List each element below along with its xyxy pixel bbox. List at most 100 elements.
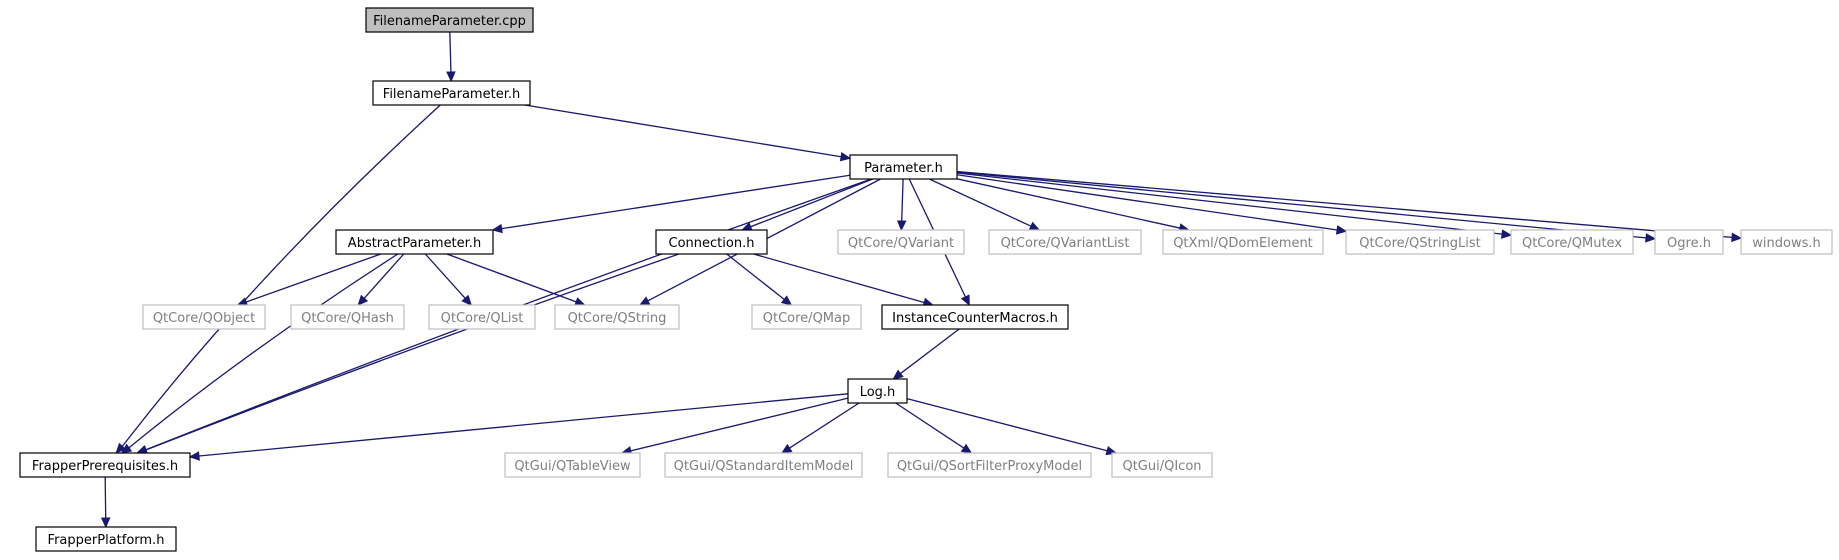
node-box: [751, 304, 862, 330]
node-label: QtCore/QList: [441, 311, 524, 326]
node-label: QtCore/QHash: [301, 311, 394, 326]
node-icm[interactable]: InstanceCounterMacros.h: [881, 304, 1069, 330]
node-fprereq[interactable]: FrapperPrerequisites.h: [19, 452, 191, 478]
edge-line: [104, 476, 107, 519]
edge-log-to-qsfpm: [895, 402, 973, 454]
node-label: QtCore/QStringList: [1359, 236, 1481, 251]
node-fph[interactable]: FilenameParameter.h: [372, 80, 531, 106]
node-qobject: QtCore/QObject: [142, 304, 266, 330]
edge-arrowhead: [892, 369, 904, 380]
node-box: [372, 80, 531, 106]
edge-param-to-conn: [741, 178, 874, 231]
edge-line: [895, 402, 965, 449]
node-conn[interactable]: Connection.h: [655, 229, 768, 255]
edge-log-to-qtableview: [620, 397, 849, 456]
edge-arrowhead: [960, 443, 973, 454]
edge-arrowhead: [357, 294, 369, 306]
node-label: AbstractParameter.h: [348, 236, 481, 251]
node-qmutex: QtCore/QMutex: [1510, 229, 1634, 255]
node-box: [887, 452, 1092, 478]
edge-param-to-qvariant: [896, 178, 907, 232]
node-label: InstanceCounterMacros.h: [892, 311, 1058, 326]
edge-arrowhead: [896, 220, 907, 232]
edge-arrowhead: [1731, 232, 1743, 243]
node-label: FrapperPlatform.h: [48, 533, 165, 548]
node-label: QtGui/QSortFilterProxyModel: [897, 459, 1082, 474]
edge-param-to-absparam: [491, 174, 851, 234]
node-windows: windows.h: [1740, 229, 1833, 255]
node-box: [881, 304, 1069, 330]
edge-conn-to-fprereq: [136, 253, 680, 455]
node-qmap: QtCore/QMap: [751, 304, 862, 330]
edge-absparam-to-qlist: [424, 253, 473, 306]
node-box: [1111, 452, 1213, 478]
edge-line: [789, 402, 860, 449]
edge-line: [128, 253, 399, 449]
node-qstring: QtCore/QString: [554, 304, 680, 330]
edge-line: [363, 253, 405, 299]
edge-line: [956, 170, 1733, 239]
edges: [100, 31, 1743, 529]
edge-fph-to-param: [524, 104, 852, 162]
node-box: [504, 452, 641, 478]
edge-line: [750, 178, 874, 228]
node-qvariant: QtCore/QVariant: [837, 229, 965, 255]
edge-absparam-to-qhash: [357, 253, 405, 306]
node-qvariantlist: QtCore/QVariantList: [988, 229, 1142, 255]
node-box: [1345, 229, 1495, 255]
node-label: QtCore/QMap: [763, 311, 850, 326]
edge-param-to-qstringlist: [956, 174, 1348, 235]
edge-log-to-qicon: [906, 398, 1118, 456]
node-label: QtCore/QVariantList: [1001, 236, 1130, 251]
edge-param-to-qdomelement: [956, 178, 1190, 233]
node-label: Connection.h: [669, 236, 755, 251]
edge-absparam-to-fprereq: [120, 253, 399, 454]
edge-line: [424, 253, 466, 299]
node-box: [19, 452, 191, 478]
node-fpcpp: FilenameParameter.cpp: [365, 7, 534, 33]
node-box: [365, 7, 534, 33]
node-box: [988, 229, 1142, 255]
node-label: QtCore/QObject: [153, 311, 255, 326]
edge-arrowhead: [446, 71, 456, 83]
edge-arrowhead: [120, 443, 133, 454]
edge-line: [906, 398, 1108, 452]
edge-param-to-qvariantlist: [929, 178, 1041, 231]
edge-arrowhead: [1335, 225, 1348, 235]
edge-line: [956, 172, 1503, 235]
edge-line: [630, 397, 849, 452]
edge-arrowhead: [461, 294, 473, 306]
node-fplatform[interactable]: FrapperPlatform.h: [35, 526, 177, 552]
node-label: FilenameParameter.cpp: [373, 14, 526, 29]
edge-arrowhead: [960, 294, 970, 307]
edge-arrowhead: [100, 517, 111, 529]
edge-conn-to-qmap: [726, 253, 793, 306]
edge-arrowhead: [839, 151, 852, 162]
node-log[interactable]: Log.h: [847, 378, 908, 404]
edge-line: [901, 178, 904, 222]
node-box: [1510, 229, 1634, 255]
node-qtableview: QtGui/QTableView: [504, 452, 641, 478]
node-box: [290, 304, 405, 330]
edge-arrowhead: [638, 296, 651, 306]
nodes: FilenameParameter.cppFilenameParameter.h…: [19, 7, 1833, 552]
node-box: [664, 452, 863, 478]
edge-line: [900, 328, 960, 375]
node-ogre: Ogre.h: [1654, 229, 1724, 255]
node-absparam[interactable]: AbstractParameter.h: [335, 229, 494, 255]
edge-log-to-qsim: [780, 402, 860, 454]
node-box: [1654, 229, 1724, 255]
node-qlist: QtCore/QList: [428, 304, 536, 330]
edge-line: [501, 174, 851, 230]
node-label: Ogre.h: [1667, 236, 1711, 251]
edge-icm-to-log: [892, 328, 960, 380]
node-box: [1740, 229, 1833, 255]
node-label: QtGui/QTableView: [514, 459, 631, 474]
node-label: Log.h: [860, 385, 896, 400]
edge-line: [245, 253, 382, 303]
node-box: [142, 304, 266, 330]
node-label: QtCore/QMutex: [1522, 236, 1622, 251]
edge-line: [198, 393, 849, 457]
edge-fprereq-to-fplatform: [100, 476, 111, 529]
node-param[interactable]: Parameter.h: [849, 154, 958, 180]
